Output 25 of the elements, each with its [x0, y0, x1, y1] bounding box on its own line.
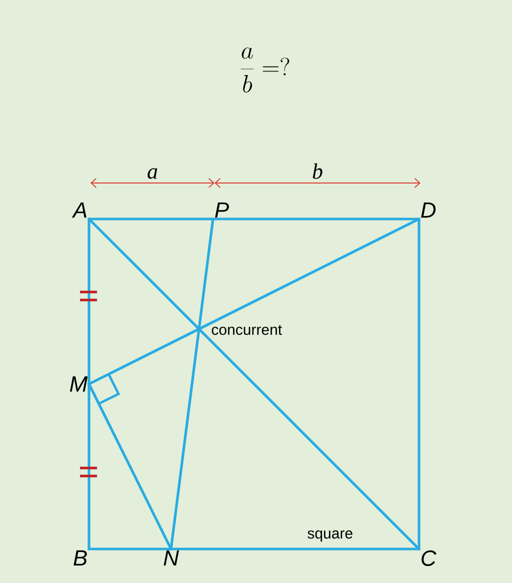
- segment: [88, 382, 172, 550]
- figure-note: square: [308, 530, 352, 542]
- segment: [170, 548, 420, 550]
- point-note: concurrent: [212, 325, 282, 335]
- segment: [212, 218, 420, 220]
- point-label: C: [422, 550, 436, 566]
- title-formula: $\frac{a}{b}=?$: [240, 47, 290, 93]
- dimension-arrow: [90, 178, 214, 188]
- point-label: D: [421, 202, 436, 218]
- segment: [418, 218, 420, 550]
- edge-label: a: [148, 168, 158, 179]
- segment: [88, 218, 90, 386]
- segment: [88, 548, 172, 550]
- edge-label: b: [312, 163, 322, 179]
- point-label: P: [215, 202, 229, 218]
- segment: [88, 218, 420, 550]
- point-label: B: [74, 550, 87, 566]
- dimension-arrow: [214, 178, 420, 188]
- segment: [88, 382, 90, 550]
- segment: [88, 218, 420, 386]
- segment: [88, 218, 214, 220]
- segment: [170, 218, 214, 550]
- point-label: A: [72, 202, 86, 218]
- point-label: M: [70, 376, 88, 392]
- point-label: N: [164, 550, 179, 566]
